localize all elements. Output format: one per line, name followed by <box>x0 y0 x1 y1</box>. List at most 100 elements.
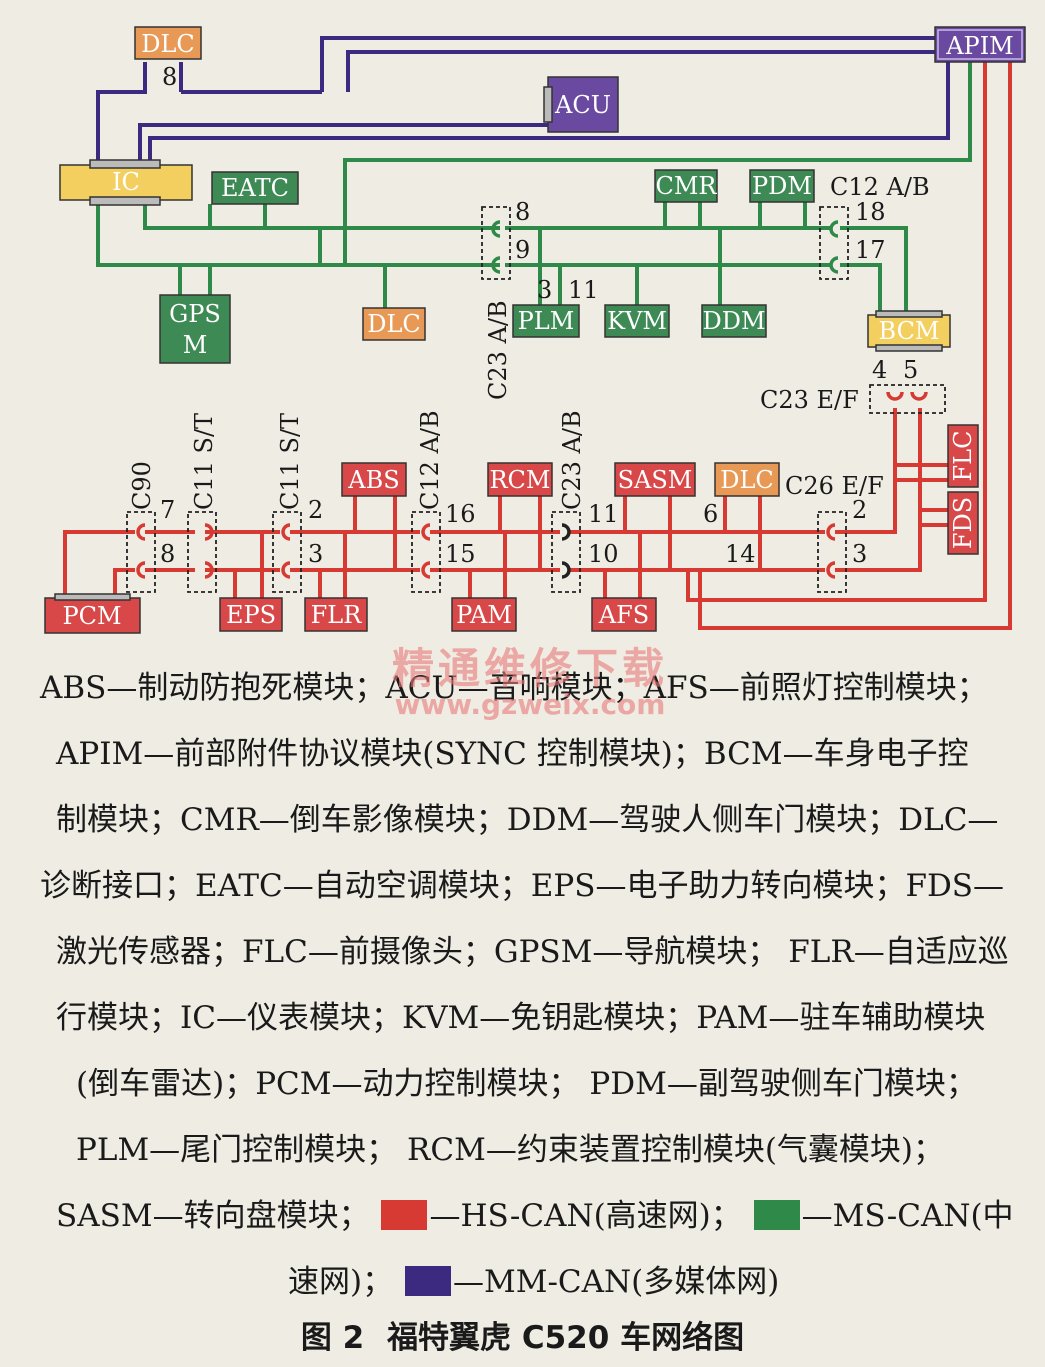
module-acu: ACU <box>543 76 619 133</box>
caption-line: PLM—尾门控制模块； RCM—约束装置控制模块(气囊模块)； <box>76 1132 945 1168</box>
svg-text:8: 8 <box>160 540 175 568</box>
caption-line: 诊断接口；EATC—自动空调模块；EPS—电子助力转向模块；FDS— <box>40 868 1005 904</box>
svg-text:M: M <box>183 331 208 359</box>
svg-text:FLC: FLC <box>949 431 977 482</box>
pin-numbers: 8 8 9 3 11 18 17 4 5 7 8 2 3 16 15 11 10… <box>160 63 918 568</box>
module-plm: PLM <box>512 304 580 338</box>
legend-hs: —HS-CAN(高速网)； <box>429 1198 742 1234</box>
module-dlc-low: DLC <box>714 462 780 497</box>
ms-can-lines <box>96 62 972 315</box>
caption-sasm: SASM—转向盘模块； <box>56 1198 370 1234</box>
module-cmr: CMR <box>654 169 718 203</box>
caption-line: 行模块；IC—仪表模块；KVM—免钥匙模块；PAM—驻车辅助模块 <box>56 1000 986 1036</box>
svg-text:C12 A/B: C12 A/B <box>416 410 444 510</box>
module-rcm: RCM <box>487 462 553 497</box>
svg-text:GPS: GPS <box>169 300 221 328</box>
svg-text:8: 8 <box>515 198 530 226</box>
svg-text:AFS: AFS <box>598 601 649 629</box>
svg-text:8: 8 <box>162 63 177 91</box>
svg-text:SASM: SASM <box>618 466 693 494</box>
module-flr: FLR <box>304 597 368 632</box>
svg-text:IC: IC <box>112 168 140 196</box>
caption-line: (倒车雷达)；PCM—动力控制模块； PDM—副驾驶侧车门模块； <box>76 1066 977 1102</box>
legend-ms-cont: 速网)； <box>288 1264 394 1300</box>
svg-text:PLM: PLM <box>518 307 575 335</box>
svg-text:PCM: PCM <box>62 602 121 630</box>
svg-text:2: 2 <box>852 496 867 524</box>
svg-text:KVM: KVM <box>607 307 667 335</box>
figure-caption: 福特翼虎 C520 车网络图 <box>387 1320 745 1356</box>
svg-text:C26 E/F: C26 E/F <box>785 472 884 500</box>
svg-text:DDM: DDM <box>702 307 765 335</box>
caption-line: 制模块；CMR—倒车影像模块；DDM—驾驶人侧车门模块；DLC— <box>56 802 999 838</box>
svg-text:2: 2 <box>308 496 323 524</box>
module-pdm: PDM <box>749 169 815 203</box>
svg-text:3: 3 <box>852 540 867 568</box>
module-fds: FDS <box>947 491 979 555</box>
connector-blocks <box>126 206 946 593</box>
svg-text:EPS: EPS <box>226 601 276 629</box>
svg-text:EATC: EATC <box>221 174 289 202</box>
module-flc: FLC <box>947 424 979 488</box>
svg-text:BCM: BCM <box>878 317 939 345</box>
svg-text:17: 17 <box>855 236 886 264</box>
svg-text:DLC: DLC <box>367 310 421 338</box>
svg-text:C23 A/B: C23 A/B <box>558 410 586 510</box>
module-pcm: PCM <box>44 593 141 634</box>
connector-labels: C12 A/B C23 A/B C23 E/F C90 C11 S/T C11 … <box>128 173 930 510</box>
module-eatc: EATC <box>211 171 299 205</box>
module-abs: ABS <box>341 462 407 497</box>
svg-text:7: 7 <box>160 496 175 524</box>
svg-text:5: 5 <box>903 356 918 384</box>
module-pam: PAM <box>451 597 517 632</box>
svg-text:PDM: PDM <box>752 172 812 200</box>
svg-text:ACU: ACU <box>554 91 611 119</box>
network-diagram: DLC APIM ACU IC EATC CMR PDM GPS M DLC PL… <box>44 26 1026 634</box>
module-apim: APIM <box>934 26 1026 63</box>
svg-text:C23 E/F: C23 E/F <box>760 386 859 414</box>
mm-can-swatch <box>404 1266 451 1296</box>
module-bcm: BCM <box>867 310 951 352</box>
svg-text:11: 11 <box>568 276 599 304</box>
svg-text:C23 A/B: C23 A/B <box>484 300 512 400</box>
svg-text:CMR: CMR <box>655 172 717 200</box>
caption-line-legend: SASM—转向盘模块； —HS-CAN(高速网)； —MS-CAN(中 <box>40 1183 1025 1249</box>
svg-text:18: 18 <box>855 198 886 226</box>
svg-text:C12 A/B: C12 A/B <box>830 173 930 201</box>
svg-text:16: 16 <box>445 500 476 528</box>
hs-can-lines <box>63 62 1012 630</box>
svg-text:C11 S/T: C11 S/T <box>190 413 218 510</box>
svg-text:APIM: APIM <box>945 32 1014 60</box>
ms-can-swatch <box>753 1200 800 1230</box>
module-dlc-top: DLC <box>134 26 202 60</box>
caption: ABS—制动防抱死模块；ACU—音响模块；AFS—前照灯控制模块； APIM—前… <box>40 655 1025 1315</box>
svg-text:C90: C90 <box>128 461 156 510</box>
module-ddm: DDM <box>701 304 767 338</box>
svg-text:4: 4 <box>872 356 887 384</box>
svg-text:11: 11 <box>588 500 619 528</box>
svg-text:ABS: ABS <box>347 466 399 494</box>
legend-mm: —MM-CAN(多媒体网) <box>452 1264 780 1300</box>
svg-text:15: 15 <box>445 540 476 568</box>
caption-line: ABS—制动防抱死模块；ACU—音响模块；AFS—前照灯控制模块； <box>40 670 988 706</box>
svg-text:DLC: DLC <box>720 466 774 494</box>
svg-text:C11 S/T: C11 S/T <box>276 413 304 510</box>
svg-text:3: 3 <box>537 276 552 304</box>
modules: DLC APIM ACU IC EATC CMR PDM GPS M DLC PL… <box>44 26 1026 634</box>
caption-line: 激光传感器；FLC—前摄像头；GPSM—导航模块； FLR—自适应巡 <box>56 934 1009 970</box>
svg-text:10: 10 <box>588 540 619 568</box>
svg-text:DLC: DLC <box>141 30 195 58</box>
svg-text:RCM: RCM <box>489 466 550 494</box>
svg-text:3: 3 <box>308 540 323 568</box>
svg-text:FLR: FLR <box>311 601 363 629</box>
caption-line-legend-2: 速网)； —MM-CAN(多媒体网) <box>40 1249 1025 1315</box>
connector-pins <box>136 220 928 579</box>
module-eps: EPS <box>219 597 283 632</box>
svg-text:6: 6 <box>703 500 718 528</box>
caption-line: APIM—前部附件协议模块(SYNC 控制模块)；BCM—车身电子控 <box>56 736 969 772</box>
mm-can-lines <box>96 36 950 165</box>
figure-title: 图 2 福特翼虎 C520 车网络图 <box>0 1312 1045 1357</box>
legend-ms: —MS-CAN(中 <box>801 1198 1014 1234</box>
module-sasm: SASM <box>614 462 696 497</box>
module-kvm: KVM <box>604 304 670 338</box>
